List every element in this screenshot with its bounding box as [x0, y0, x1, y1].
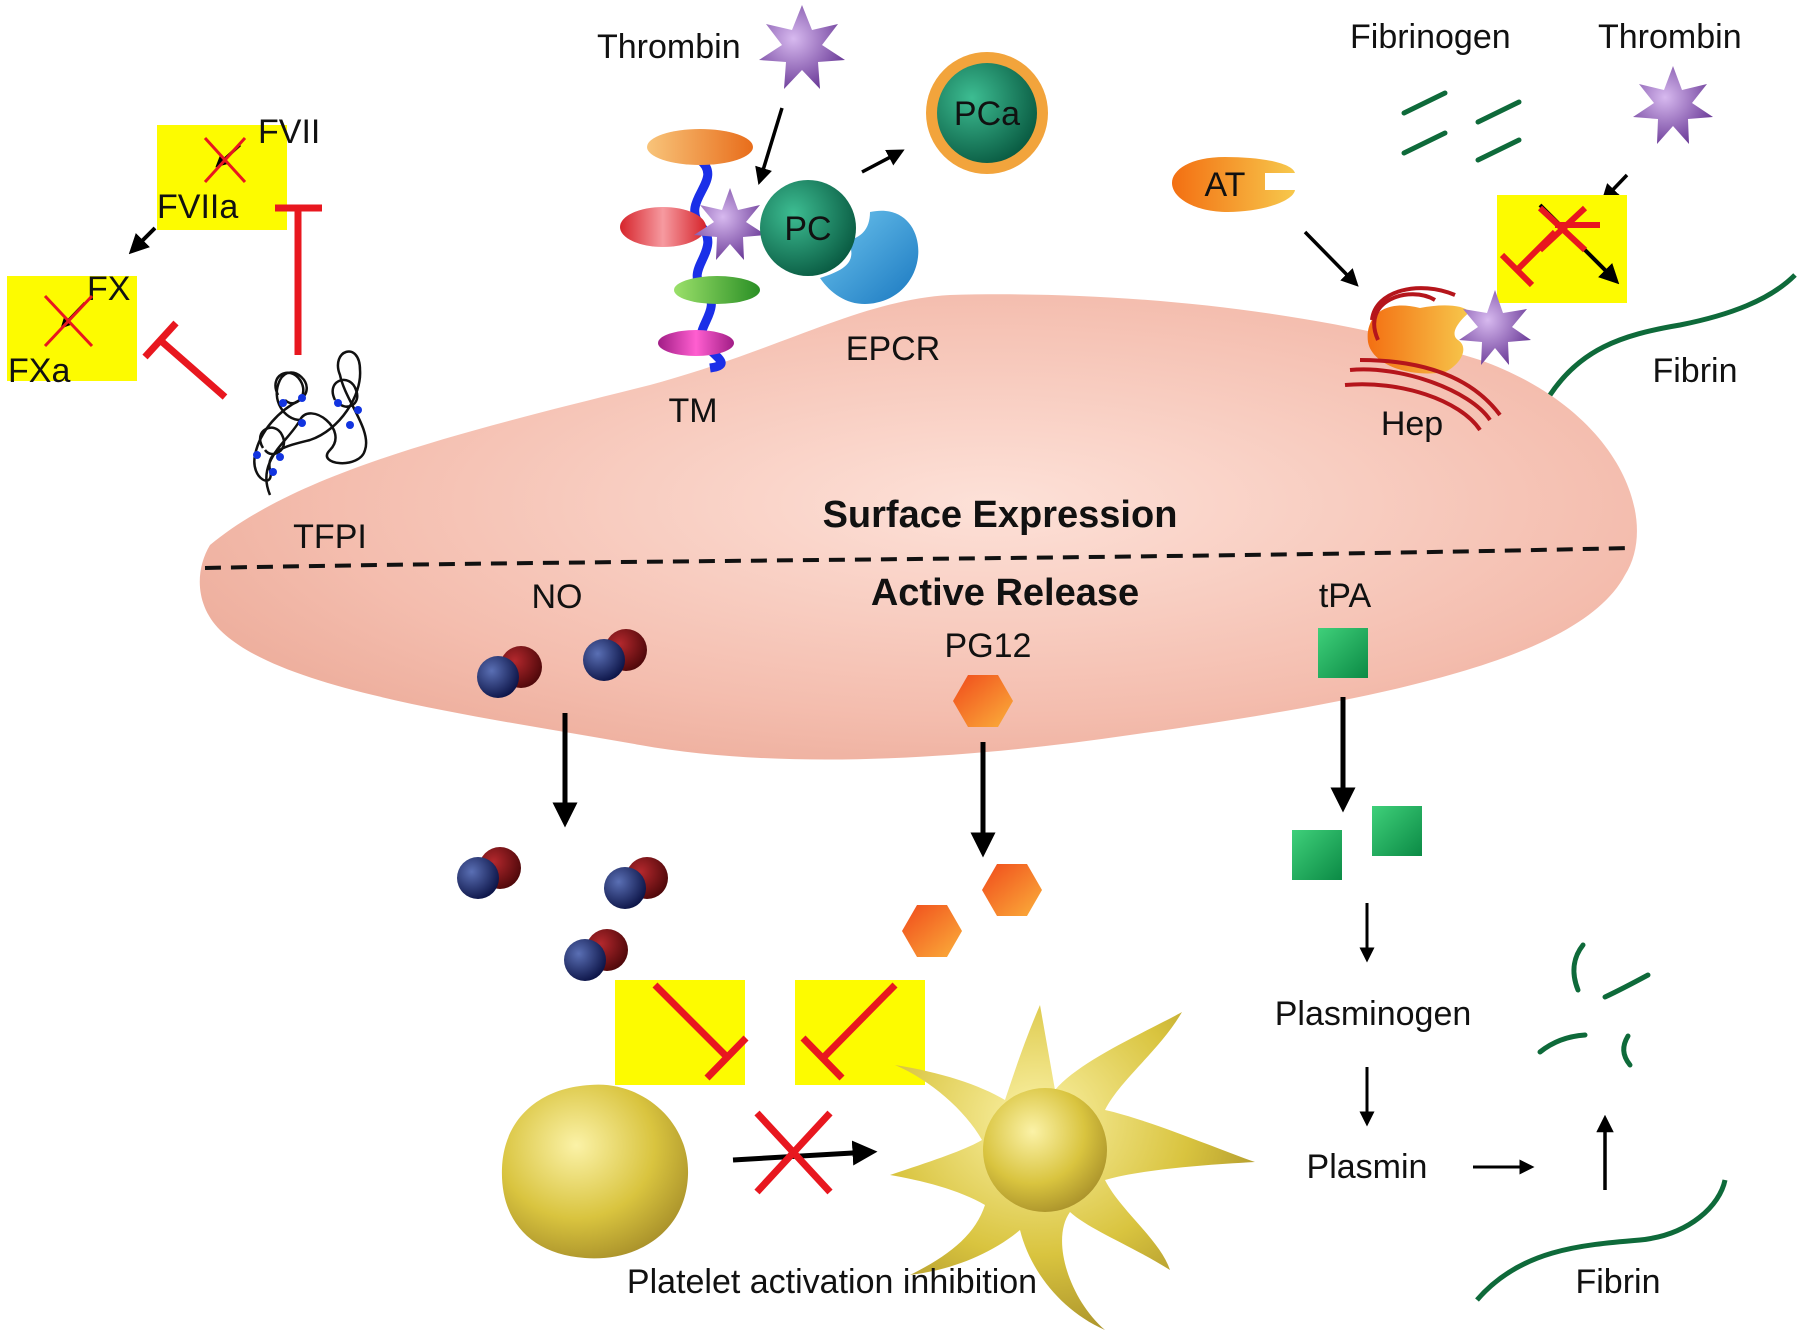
plasminogen-label: Plasminogen: [1275, 995, 1472, 1033]
pca-label: PCa: [954, 95, 1020, 133]
fviia-label: FVIIa: [157, 188, 238, 226]
resting-platelet: [501, 1084, 689, 1259]
fibrin-degradation-fragments: [1537, 942, 1651, 1068]
thrombin-top-label: Thrombin: [597, 28, 741, 66]
thrombin-to-tm-arrow: [755, 107, 784, 186]
tpa-molecules-released: [1292, 806, 1422, 880]
surface-release-divider: [204, 546, 1631, 570]
plasmin-label: Plasmin: [1307, 1148, 1428, 1186]
fviia-to-fx-arrow: [128, 226, 157, 255]
tfpi-label: TFPI: [293, 518, 367, 556]
pca-core: [937, 63, 1037, 163]
no-molecules-inside: [477, 629, 647, 698]
fibrin-top-label: Fibrin: [1652, 352, 1737, 390]
thrombin-right-label: Thrombin: [1598, 18, 1742, 56]
pg12-molecules-released: [902, 864, 1042, 957]
pg12-inhibits-platelet-activation: [800, 982, 898, 1081]
fibrin-top-strand: [1547, 273, 1797, 397]
surface-expression-label: Surface Expression: [823, 494, 1178, 536]
fxa-label: FXa: [8, 352, 70, 390]
epcr-label: EPCR: [846, 330, 940, 368]
at-to-heparin-arrow: [1303, 230, 1359, 287]
pg12-molecule-inside: [953, 675, 1013, 727]
fibrinogen-strands: [1401, 90, 1522, 163]
fibrin-bottom-strand: [1475, 1179, 1728, 1302]
tfpi-molecule: [253, 350, 368, 496]
platelet-activation-blocked-cross: [754, 1110, 833, 1195]
fx-blocked-cross: [43, 294, 94, 348]
active-release-label: Active Release: [871, 572, 1139, 614]
platelet-caption: Platelet activation inhibition: [627, 1263, 1037, 1301]
thrombomodulin: [620, 129, 760, 373]
fibrinogen-label: Fibrinogen: [1350, 18, 1511, 56]
thrombin-right-icon: [1633, 66, 1713, 144]
tpa-label: tPA: [1319, 577, 1372, 615]
tm-label: TM: [668, 392, 717, 430]
antithrombin-icon: [1172, 157, 1295, 212]
pc-label: PC: [784, 210, 831, 248]
endothelial-cell: [199, 294, 1637, 760]
tfpi-inhibits-fviia: [275, 204, 322, 355]
pg12-label: PG12: [945, 627, 1032, 665]
platelet-activation-arrow: [732, 1140, 878, 1166]
fx-label: FX: [87, 270, 130, 308]
fvii-label: FVII: [258, 113, 320, 151]
thrombin-bound-icon: [694, 188, 766, 260]
thrombin-top-icon: [759, 5, 845, 89]
fvii-highlight-box: [157, 125, 287, 230]
fibrin-blocked-cross: [1537, 205, 1588, 253]
tpa-molecule-inside: [1318, 628, 1368, 678]
fibrin-bottom-label: Fibrin: [1575, 1263, 1660, 1301]
activated-platelet-core: [983, 1088, 1107, 1212]
hep-label: Hep: [1381, 405, 1443, 443]
pc-to-pca-arrow: [861, 149, 905, 174]
no-molecules-released: [457, 847, 668, 981]
no-inhibits-platelet-activation: [652, 982, 749, 1081]
protein-c-icon: [760, 180, 856, 276]
thrombin-to-fibrinogen-arrow: [1601, 173, 1629, 202]
no-inhibition-box: [615, 980, 745, 1085]
heparin-at-thrombin-complex: [1344, 286, 1531, 432]
fvii-blocked-cross: [203, 136, 247, 184]
no-label: NO: [532, 578, 583, 616]
epcr-receptor: [820, 210, 919, 305]
fibrin-formation-blocked-box: [1497, 195, 1627, 303]
tfpi-inhibits-fx: [142, 320, 228, 400]
at-label: AT: [1205, 166, 1246, 204]
